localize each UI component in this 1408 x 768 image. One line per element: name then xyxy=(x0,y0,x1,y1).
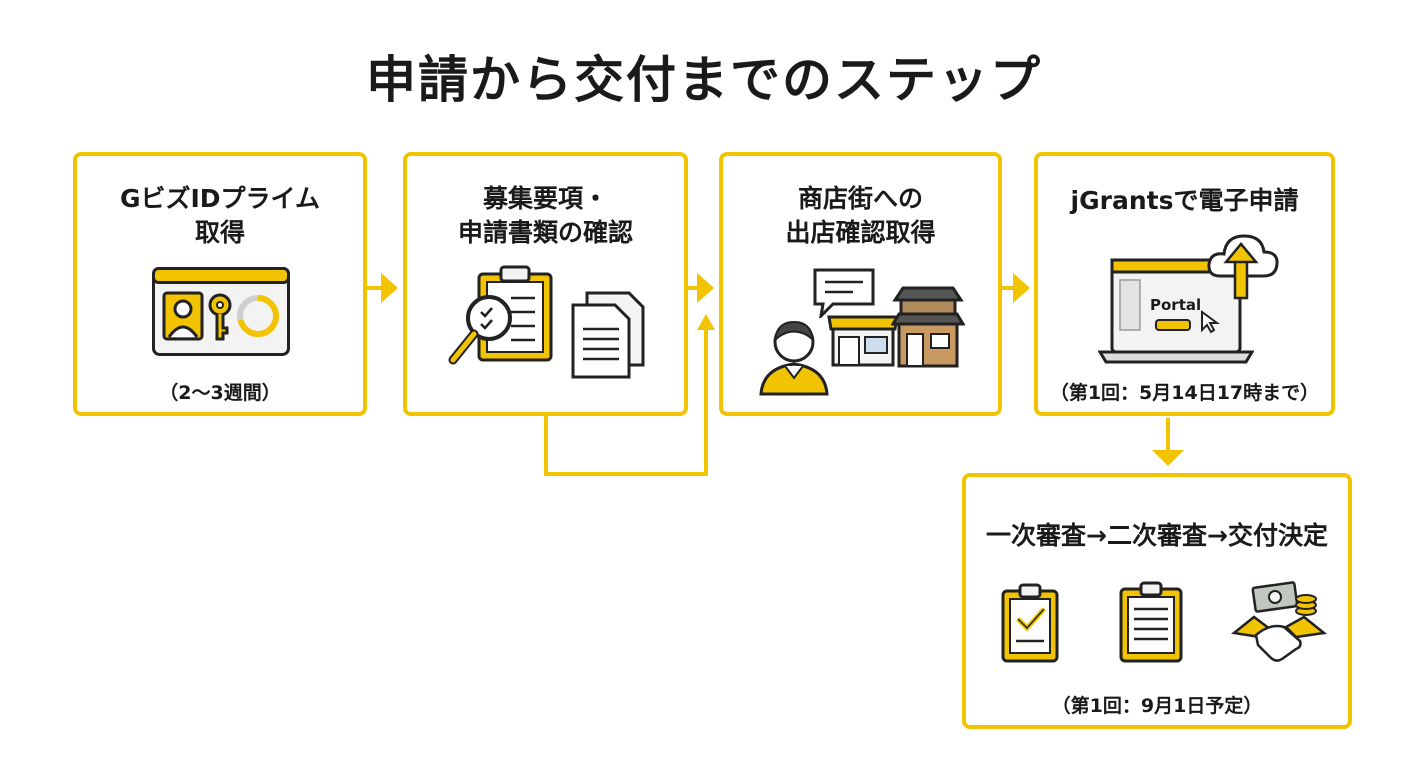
cloud-upload-icon xyxy=(1207,234,1279,300)
documents-icon xyxy=(571,291,645,379)
step-1-title-line2: 取得 xyxy=(194,218,245,247)
shop-icon xyxy=(827,315,899,367)
magnifier-icon xyxy=(448,295,512,365)
step-2-title: 募集要項・ xyxy=(482,184,608,213)
step-2-title-line2: 申請書類の確認 xyxy=(457,218,633,247)
document-clipboard-icon xyxy=(1119,581,1183,663)
speech-bubble-icon xyxy=(813,268,875,318)
step-5-title: 一次審査→二次審査→交付決定 xyxy=(986,521,1328,550)
arrow-3-4 xyxy=(1013,273,1030,303)
step-1-title: GビズIDプライム xyxy=(119,184,321,213)
step-1-note: （2〜3週間） xyxy=(159,382,281,404)
page-title: 申請から交付までのステップ xyxy=(366,51,1042,109)
handshake-money-icon xyxy=(1230,581,1328,662)
loop-arrow-head xyxy=(697,314,715,330)
step-4-card: jGrantsで電子申請 Portal （第1回：5月14日17時まで） xyxy=(1034,152,1335,416)
cursor-icon xyxy=(1201,310,1220,334)
step-2-card: 募集要項・ 申請書類の確認 xyxy=(403,152,688,416)
step-3-title-line2: 出店確認取得 xyxy=(785,218,936,247)
clipboard-icon xyxy=(477,265,553,362)
person-icon xyxy=(759,320,829,396)
portal-label: Portal xyxy=(1150,296,1202,314)
step-3-card: 商店街への 出店確認取得 xyxy=(719,152,1002,416)
progress-ring-icon xyxy=(237,294,280,337)
step-5-note: （第1回：9月1日予定） xyxy=(1051,695,1263,717)
step-4-title: jGrantsで電子申請 xyxy=(1070,186,1299,215)
step-1-card: GビズIDプライム 取得 （2〜3週間） xyxy=(73,152,367,416)
arrow-2-3 xyxy=(697,273,714,303)
arrow-1-2 xyxy=(381,273,398,303)
checked-clipboard-icon xyxy=(1001,583,1059,663)
key-icon xyxy=(208,293,232,341)
house-icon xyxy=(891,286,965,368)
step-5-card: 一次審査→二次審査→交付決定 （第1回：9月1日予定） xyxy=(962,473,1352,729)
step-3-title: 商店街への xyxy=(797,184,923,213)
loop-connector xyxy=(544,326,708,476)
step-4-note: （第1回：5月14日17時まで） xyxy=(1049,382,1320,404)
arrow-4-5 xyxy=(1152,450,1184,466)
